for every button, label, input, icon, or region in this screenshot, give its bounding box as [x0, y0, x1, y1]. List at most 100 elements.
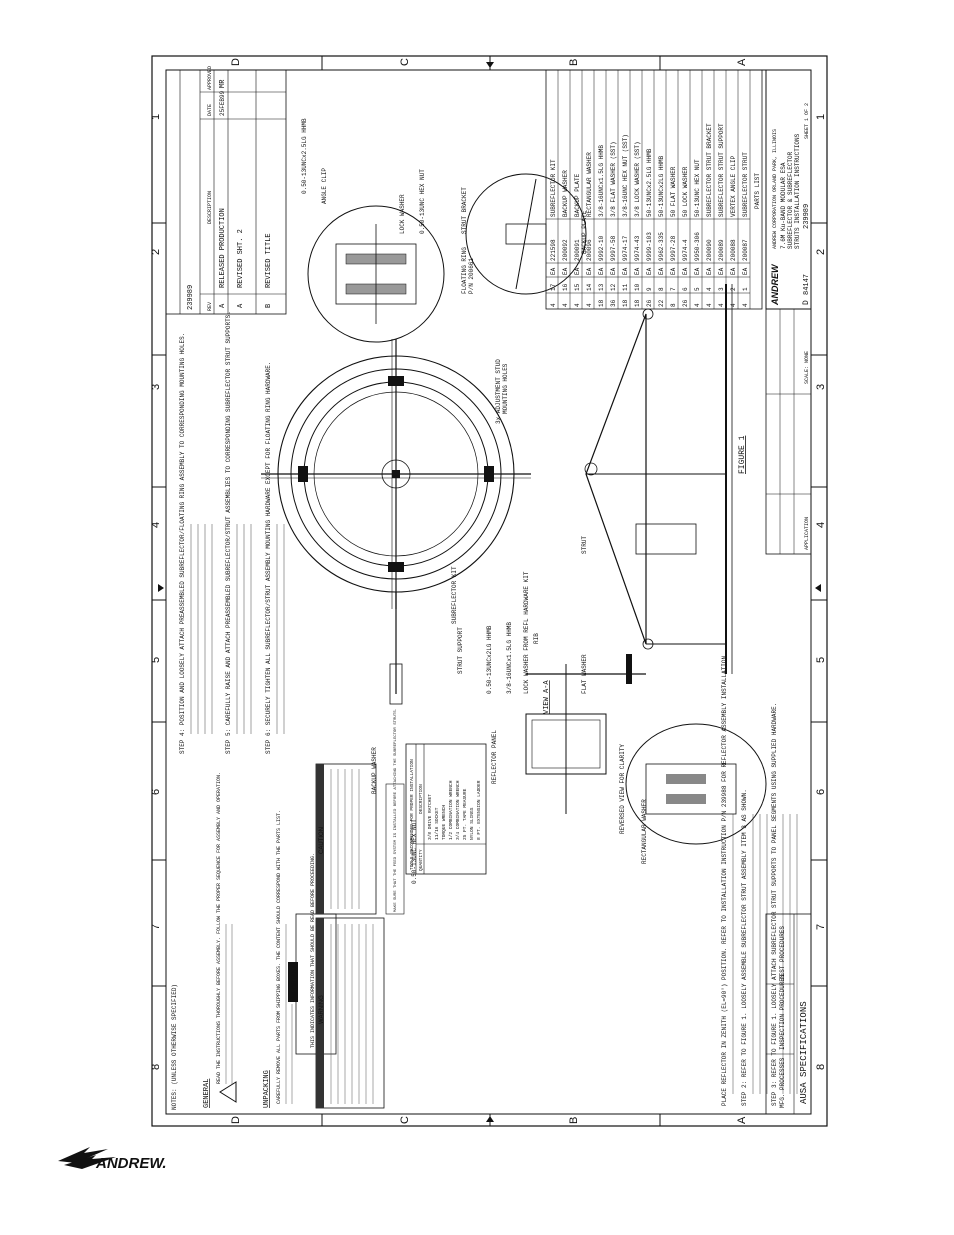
parts-cell-desc: BACKUP WASHER [562, 170, 569, 217]
spec-mfg: MFG. PROCESSES [779, 1057, 786, 1108]
parts-cell-pn: 9974-43 [634, 235, 641, 261]
figure-1-strut [584, 284, 733, 674]
parts-cell-qty: 4 [562, 303, 569, 307]
parts-cell-um: EA [730, 267, 737, 275]
general-text: READ THE INSTRUCTIONS THOROUGHLY BEFORE … [216, 772, 222, 1084]
zone-bot-1: 1 [815, 114, 827, 120]
zone-top-6: 6 [150, 789, 162, 795]
rev-h-appr: APPROVED [207, 66, 213, 90]
reversed-view [625, 723, 767, 845]
parts-cell-qty: 4 [718, 303, 725, 307]
parts-cell-um: EA [562, 267, 569, 275]
parts-cell-qty: 4 [550, 303, 557, 307]
notes-text-lines [225, 769, 374, 1104]
parts-cell-item: 13 [598, 283, 605, 291]
callout-angle-clip: ANGLE CLIP [321, 168, 328, 204]
parts-cell-um: EA [550, 267, 557, 275]
parts-cell-um: EA [598, 267, 605, 275]
parts-cell-um: EA [610, 267, 617, 275]
zone-bot-6: 6 [815, 789, 827, 795]
center-arrow-bot [486, 1116, 494, 1122]
callout-backup-washer: BACKUP WASHER [371, 747, 378, 794]
spec-test: TEST PROCEDURES [779, 926, 786, 980]
zone-top-3: 3 [150, 384, 162, 390]
parts-cell-pn: 200088 [730, 239, 737, 261]
step-6: STEP 6: SECURELY TIGHTEN ALL SUBREFLECTO… [265, 362, 272, 754]
step-5: STEP 5: CAREFULLY RAISE AND ATTACH PREAS… [225, 311, 232, 754]
center-arrow-top [486, 62, 494, 68]
zone-top-4: 4 [150, 522, 162, 528]
step-2: STEP 2: REFER TO FIGURE 1. LOOSELY ASSEM… [741, 789, 748, 1106]
parts-cell-pn: 200087 [742, 239, 749, 261]
parts-cell-qty: 4 [574, 303, 581, 307]
parts-cell-qty: 26 [682, 299, 689, 307]
center-arrow-right [815, 584, 821, 592]
parts-cell-pn: 200096 [586, 239, 593, 261]
callout-floating-ring: FLOATING RING [461, 247, 468, 294]
callout-hhmb: 0.50-13UNCx2.5LG HHMB [301, 118, 308, 194]
parts-cell-desc: 50-13UNCx2.5LG HHMB [646, 148, 653, 217]
logo-text: ANDREW. [95, 1155, 167, 1172]
parts-cell-um: EA [682, 267, 689, 275]
tools-col-qty: QUANTITY [418, 849, 424, 871]
callout-hhmb2: 0.50-13UNCx2LG HHMB [486, 625, 493, 694]
parts-cell-pn: 221598 [550, 239, 557, 261]
parts-cell-um: EA [574, 267, 581, 275]
callout-rect-washer: RECTANGULAR WASHER [641, 799, 648, 864]
tools-title: TOOLS RECOMMENDED FOR PROPER INSTALLATIO… [409, 759, 415, 870]
parts-cell-desc: 50 FLAT WASHER [670, 166, 677, 217]
zone-side-c-top: C [399, 58, 411, 66]
important-label: IMPORTANT [292, 965, 298, 1000]
callout-view-a: VIEW A-A [543, 680, 551, 714]
zone-side-a-bot: A [736, 1116, 748, 1124]
tool-item: TORQUE WRENCH [441, 805, 447, 840]
rev-h-date: DATE [207, 104, 213, 116]
notice-text: MAKE SURE THAT THE FEED SYSTEM IS INSTAL… [394, 708, 398, 912]
parts-cell-pn: 9950-306 [694, 232, 701, 261]
zone-side-c-bot: C [399, 1116, 411, 1124]
parts-cell-desc: 50 LOCK WASHER [682, 166, 689, 217]
tool-item: 3/4 COMBINATION WRENCH [455, 780, 461, 840]
unpacking-text: CAREFULLY REMOVE ALL PARTS FROM SHIPPING… [276, 810, 282, 1104]
tb-title3: STRUTS INSTALLATION INSTRUCTIONS [794, 133, 801, 249]
parts-cell-desc: 3/8 LOCK WASHER (SST) [634, 141, 641, 217]
callout-hex-nut: 0.50-13UNC HEX NUT [419, 169, 426, 234]
rev-row3-desc: REVISED TITLE [265, 233, 273, 288]
parts-cell-um: EA [634, 267, 641, 275]
parts-cell-desc: SUBREFLECTOR STRUT SUPPORT [718, 123, 725, 217]
parts-cell-desc: 50-13UNC HEX NUT [694, 159, 701, 217]
parts-cell-pn: 9962-335 [658, 232, 665, 261]
callout-reversed-view: REVERSED VIEW FOR CLARITY [619, 744, 626, 834]
parts-cell-um: EA [742, 267, 749, 275]
parts-cell-pn: 9974-17 [622, 235, 629, 261]
parts-cell-pn: 9999-103 [646, 232, 653, 261]
tb-title2: SUBREFLECTOR & SUBREFLECTOR [787, 151, 794, 249]
parts-cell-item: 16 [562, 283, 569, 291]
spec-inspection: INSPECTION PROCEDURES [779, 974, 786, 1050]
zone-bot-2: 2 [815, 249, 827, 255]
landscape-content: 239989 REV DESCRIPTION DATE APPROVED A R… [165, 66, 812, 1115]
notes-block: NOTES: (UNLESS OTHERWISE SPECIFIED) GENE… [171, 708, 487, 1110]
parts-cell-pn: 9997-28 [670, 235, 677, 261]
rev-dwg-no: 239989 [187, 285, 195, 310]
zone-side-b-top: B [568, 59, 580, 66]
angle-clip-detail [307, 205, 445, 343]
parts-cell-pn: 9997-58 [610, 235, 617, 261]
zone-side-d-top: D [230, 58, 242, 66]
parts-cell-item: 11 [622, 283, 629, 291]
parts-cell-desc: BACKUP PLATE [574, 173, 581, 217]
parts-cell-desc: 3/8-16UNC HEX NUT (SST) [622, 134, 629, 217]
parts-cell-item: 10 [634, 283, 641, 291]
parts-cell-desc: 3/8 FLAT WASHER (SST) [610, 141, 617, 217]
parts-cell-um: EA [706, 267, 713, 275]
caution-label: CAUTION [319, 827, 325, 854]
notes-title: NOTES: (UNLESS OTHERWISE SPECIFIED) [171, 984, 178, 1110]
view-a-a [525, 654, 646, 814]
parts-cell-item: 14 [586, 283, 593, 291]
tool-item: 8 FT. EXTENSION LADDER [476, 780, 482, 840]
callout-strut-bracket: STRUT BRACKET [461, 187, 468, 234]
center-arrow-left [158, 584, 164, 592]
tb-cage: 84147 [803, 274, 811, 295]
important-text: THIS INDICATES INFORMATION THAT SHOULD B… [310, 853, 316, 1048]
